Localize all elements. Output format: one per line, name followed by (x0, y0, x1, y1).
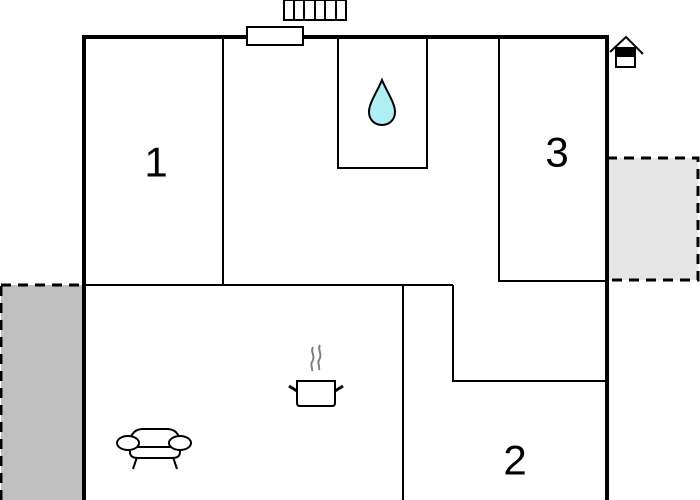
cooking-pot-icon (288, 344, 344, 407)
stairs-icon (283, 0, 347, 21)
terrace-left (0, 283, 86, 500)
house-entrance-icon (609, 35, 644, 68)
room-3-label: 3 (545, 129, 568, 176)
room-1-label: 1 (144, 139, 167, 186)
exterior-walls (82, 35, 609, 500)
water-drop-icon (367, 77, 397, 127)
interior-walls (84, 36, 607, 500)
room-2-label: 2 (503, 437, 526, 484)
sofa-icon (116, 428, 192, 470)
terrace-right (605, 156, 700, 282)
window-icon (246, 26, 304, 46)
